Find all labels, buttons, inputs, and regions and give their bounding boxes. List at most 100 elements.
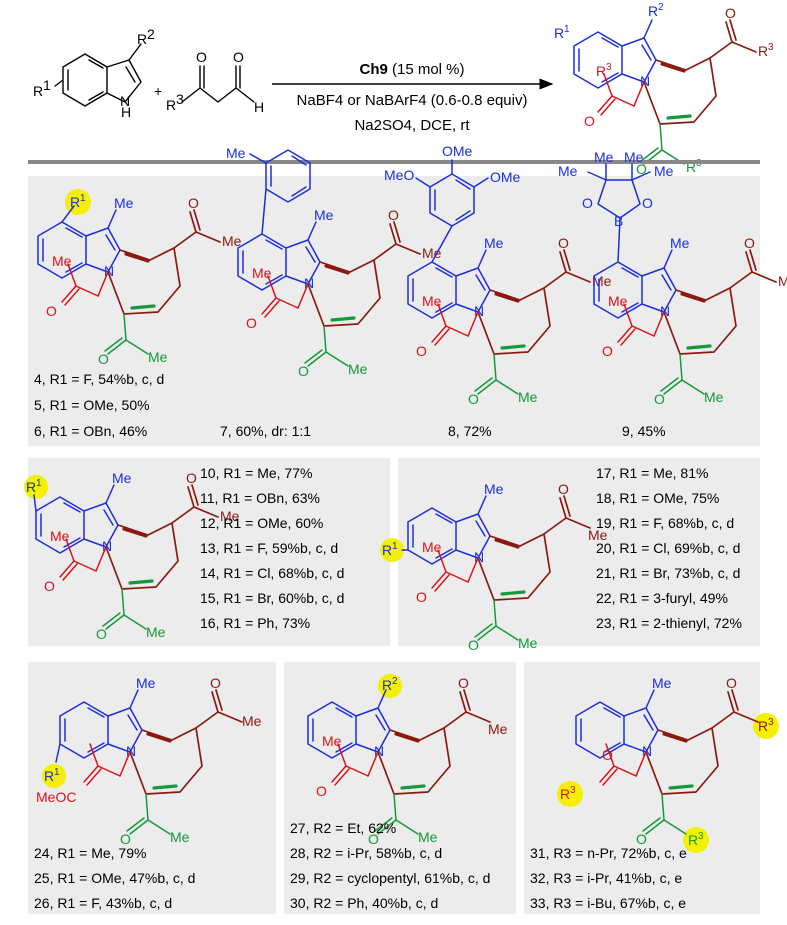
svg-text:R: R [554, 25, 564, 41]
label-30: 30, R2 = Ph, 40%b, c, d [290, 895, 438, 911]
svg-text:Me: Me [418, 829, 438, 845]
svg-text:O: O [636, 161, 647, 177]
svg-text:Me: Me [670, 235, 690, 251]
svg-text:MeO: MeO [384, 167, 414, 183]
svg-text:R: R [33, 83, 43, 99]
svg-text:Me: Me [112, 470, 132, 486]
label-19: 19, R1 = F, 68%b, c, d [596, 515, 734, 531]
svg-text:Me: Me [148, 349, 168, 365]
svg-text:Me: Me [422, 245, 442, 261]
svg-text:Me: Me [624, 149, 644, 165]
label-16: 16, R1 = Ph, 73% [200, 615, 310, 631]
label-28: 28, R2 = i-Pr, 58%b, c, d [290, 845, 442, 861]
svg-text:H: H [254, 99, 264, 115]
svg-text:1: 1 [36, 478, 42, 489]
panel-row1 [28, 176, 760, 446]
svg-text:O: O [744, 235, 755, 251]
svg-text:Ch9 (15 mol %): Ch9 (15 mol %) [359, 61, 464, 78]
svg-text:3: 3 [698, 831, 704, 842]
panel-row3-mid [284, 662, 516, 914]
label-14: 14, R1 = Cl, 68%b, c, d [200, 565, 344, 581]
svg-text:Me: Me [518, 635, 538, 651]
svg-text:O: O [188, 195, 199, 211]
svg-text:Me: Me [592, 273, 612, 289]
svg-text:Me: Me [778, 273, 787, 289]
svg-text:Me: Me [252, 265, 272, 281]
svg-text:2: 2 [392, 676, 398, 687]
svg-text:Me: Me [242, 713, 262, 729]
svg-text:OMe: OMe [442, 143, 473, 159]
svg-text:R: R [70, 194, 80, 210]
label-5: 5, R1 = OMe, 50% [34, 397, 150, 413]
panel-row2-right [398, 458, 760, 646]
label-32: 32, R3 = i-Pr, 41%b, c, e [530, 870, 682, 886]
svg-text:Me: Me [348, 361, 368, 377]
label-10: 10, R1 = Me, 77% [200, 465, 312, 481]
label-21: 21, R1 = Br, 73%b, c, d [596, 565, 740, 581]
svg-text:Me: Me [484, 235, 504, 251]
svg-text:Me: Me [654, 163, 674, 179]
svg-text:B: B [614, 213, 623, 229]
svg-text:O: O [46, 303, 57, 319]
svg-text:O: O [44, 578, 55, 594]
svg-text:Me: Me [220, 508, 240, 524]
svg-text:N: N [104, 263, 114, 279]
svg-text:O: O [388, 207, 399, 223]
label-15: 15, R1 = Br, 60%b, c, d [200, 590, 344, 606]
svg-text:O: O [582, 195, 593, 211]
label-11: 11, R1 = OBn, 63% [200, 490, 320, 506]
svg-text:R: R [382, 677, 392, 693]
svg-text:O: O [98, 351, 109, 367]
svg-text:Me: Me [52, 253, 72, 269]
svg-text:O: O [726, 675, 737, 691]
svg-text:Me: Me [594, 149, 614, 165]
product-general: R1 R2 O R3 O R3 O R3 N [554, 2, 774, 177]
svg-text:O: O [558, 481, 569, 497]
svg-text:1: 1 [54, 767, 60, 778]
svg-text:3: 3 [768, 42, 774, 53]
svg-text:Me: Me [652, 675, 672, 691]
svg-text:R: R [688, 832, 698, 848]
label-6: 6, R1 = OBn, 46% [34, 423, 147, 439]
svg-text:R: R [686, 159, 696, 175]
label-27: 27, R2 = Et, 62% [290, 820, 396, 836]
svg-text:Me: Me [558, 163, 578, 179]
structure-8: MeO OMe OMe Me O Me O Me O Me N [384, 143, 612, 407]
label-18: 18, R1 = OMe, 75% [596, 490, 719, 506]
svg-text:N: N [640, 73, 650, 89]
svg-text:N: N [304, 275, 314, 291]
svg-text:N: N [642, 743, 652, 759]
svg-text:H: H [121, 104, 131, 120]
label-4: 4, R1 = F, 54%b, c, d [34, 371, 164, 387]
label-33: 33, R3 = i-Bu, 67%b, c, e [530, 895, 686, 911]
svg-text:R: R [44, 768, 54, 784]
label-24: 24, R1 = Me, 79% [34, 845, 146, 861]
svg-text:Me: Me [704, 389, 724, 405]
label-29: 29, R2 = cyclopentyl, 61%b, c, d [290, 870, 490, 886]
svg-text:Me: Me [114, 195, 134, 211]
svg-text:Me: Me [136, 675, 156, 691]
svg-text:Me: Me [422, 293, 442, 309]
svg-text:O: O [196, 49, 207, 65]
svg-text:O: O [246, 315, 257, 331]
svg-text:Me: Me [170, 829, 190, 845]
svg-text:Me: Me [322, 733, 342, 749]
catalyst-loading: (15 mol %) [388, 61, 465, 78]
svg-text:1: 1 [43, 77, 51, 93]
label-22: 22, R1 = 3-furyl, 49% [596, 590, 728, 606]
svg-text:O: O [368, 831, 379, 847]
panel-row2-left [28, 458, 390, 646]
svg-text:O: O [468, 391, 479, 407]
svg-text:R: R [560, 786, 570, 802]
svg-text:+: + [154, 83, 162, 99]
svg-text:N: N [374, 743, 384, 759]
svg-text:3: 3 [176, 91, 184, 107]
svg-text:Me: Me [314, 207, 334, 223]
svg-text:R: R [166, 97, 176, 113]
